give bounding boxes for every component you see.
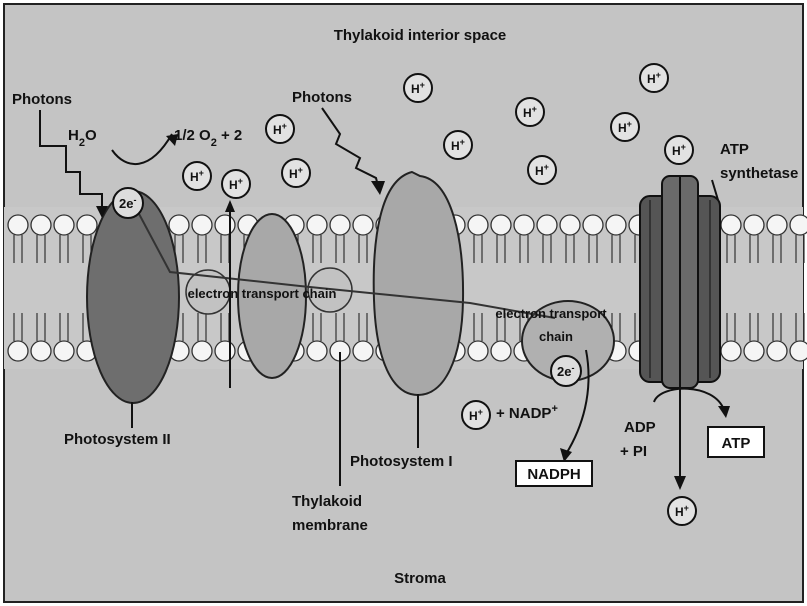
hydrogen-ion: H+ (266, 115, 294, 143)
lipid-head (353, 341, 373, 361)
lipid-head (307, 341, 327, 361)
etc-label-right-line1: electron transport (495, 306, 607, 321)
hydrogen-ion: H+ (665, 136, 693, 164)
lipid-head (215, 215, 235, 235)
lipid-head (468, 341, 488, 361)
lipid-head (353, 215, 373, 235)
lipid-head (583, 215, 603, 235)
lipid-head (721, 215, 741, 235)
lipid-head (767, 341, 787, 361)
lipid-head (468, 215, 488, 235)
lipid-head (192, 215, 212, 235)
lipid-head (8, 215, 28, 235)
hydrogen-ion: H+ (404, 74, 432, 102)
hydrogen-ion: H+ (222, 170, 250, 198)
lipid-head (606, 215, 626, 235)
lipid-head (767, 215, 787, 235)
hydrogen-ion: H+ (611, 113, 639, 141)
lipid-head (491, 215, 511, 235)
nadp-label: + NADP+ (496, 403, 558, 422)
thylakoid-membrane-label-line1: Thylakoid (292, 493, 362, 510)
hydrogen-ion: H+ (444, 131, 472, 159)
thylakoid-membrane-label-line2: membrane (292, 517, 368, 534)
lipid-head (721, 341, 741, 361)
thylakoid-interior-label: Thylakoid interior space (334, 27, 507, 44)
photosystem-ii-label: Photosystem II (64, 431, 171, 448)
lipid-head (54, 215, 74, 235)
adp-label-line1: ADP (624, 419, 656, 436)
photons-label-left: Photons (12, 91, 72, 108)
lipid-head (8, 341, 28, 361)
atp-label: ATP (722, 435, 751, 452)
lipid-head (790, 215, 807, 235)
photosystem-i-label: Photosystem I (350, 453, 453, 470)
lipid-head (169, 215, 189, 235)
hydrogen-ion: H+ (516, 98, 544, 126)
lipid-head (560, 215, 580, 235)
hydrogen-ion: H+ (183, 162, 211, 190)
lipid-head (192, 341, 212, 361)
atp-synthetase-label-line2: synthetase (720, 165, 798, 182)
atp-synthetase-label-line1: ATP (720, 141, 749, 158)
lipid-head (31, 341, 51, 361)
lipid-head (215, 341, 235, 361)
photons-label-right: Photons (292, 89, 352, 106)
lipid-head (54, 341, 74, 361)
adp-label-line2: + PI (620, 443, 647, 460)
hydrogen-ion: H+ (668, 497, 696, 525)
hydrogen-ion: H+ (640, 64, 668, 92)
etc-label-left: electron transport chain (188, 286, 337, 301)
hydrogen-ion: H+ (528, 156, 556, 184)
lipid-head (307, 215, 327, 235)
photosystem-i-shape (374, 172, 463, 395)
lipid-head (744, 215, 764, 235)
lipid-head (491, 341, 511, 361)
lipid-head (31, 215, 51, 235)
etc-label-right-line2: chain (539, 329, 573, 344)
lipid-head (790, 341, 807, 361)
nadph-label: NADPH (527, 466, 580, 483)
stroma-label: Stroma (394, 570, 446, 587)
lipid-head (77, 215, 97, 235)
hydrogen-ion: H+ (282, 159, 310, 187)
lipid-head (744, 341, 764, 361)
lipid-head (537, 215, 557, 235)
lipid-head (330, 215, 350, 235)
lipid-head (514, 215, 534, 235)
photosystem-ii-shape (87, 191, 179, 403)
hydrogen-ion: H+ (462, 401, 490, 429)
